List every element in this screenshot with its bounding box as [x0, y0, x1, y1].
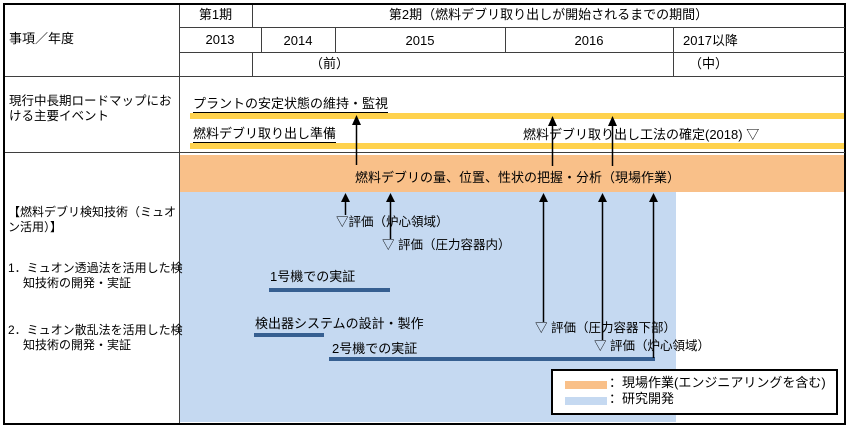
table-outer-border	[3, 3, 846, 425]
task-unit1-bar	[269, 288, 390, 292]
header-year-2013: 2013	[205, 32, 235, 47]
table-line-2016-2017	[673, 27, 674, 76]
table-line-2013-2014	[261, 27, 262, 52]
milestone-bar-plant-stability	[190, 113, 845, 119]
legend-field-work-label: ：現場作業(エンジニアリングを含む)	[609, 375, 826, 390]
table-line-phase-divider	[252, 52, 253, 76]
header-year-2015: 2015	[405, 33, 435, 48]
rnd-section-title: 【燃料デブリ検知技術（ミュオン活用）】	[8, 205, 177, 234]
table-line-2015-2016	[505, 27, 506, 52]
header-phase-early: （前）	[310, 56, 350, 71]
task-unit2-label: 2号機での実証	[332, 341, 418, 356]
legend-swatch-field-work	[565, 381, 607, 389]
legend-swatch-rnd	[565, 397, 607, 405]
event-method-decision-label: 燃料デブリ取り出し工法の確定(2018) ▽	[523, 127, 760, 142]
table-line-period-divider	[252, 5, 253, 27]
eval-core-region-2: ▽ 評価（炉心領域）	[594, 339, 710, 353]
eval-rpv-inside: ▽ 評価（圧力容器内）	[382, 238, 511, 252]
eval-core-region-1: ▽評価（炉心領域）	[336, 215, 449, 229]
roadmap-section-label: 現行中長期ロードマップにおける主要イベント	[9, 94, 172, 123]
header-phase-mid: （中）	[689, 56, 729, 71]
table-line-left-column	[179, 5, 180, 423]
header-period2: 第2期（燃料デブリ取り出しが開始されるまでの期間）	[388, 7, 709, 22]
rnd-item-scattering: 2．ミュオン散乱法を活用した検知技術の開発・実証	[8, 323, 183, 352]
table-line-h1	[179, 27, 845, 28]
header-year-2016: 2016	[574, 33, 604, 48]
header-year-2017: 2017以降	[683, 33, 738, 48]
task-unit1-label: 1号機での実証	[270, 269, 356, 284]
milestone-bar-debris-prep	[190, 143, 845, 149]
event-debris-prep-label: 燃料デブリ取り出し準備	[193, 126, 337, 144]
legend-box	[551, 369, 838, 415]
event-plant-stability-label: プラントの安定状態の維持・監視	[193, 96, 389, 114]
table-line-h4	[5, 152, 845, 153]
field-work-label: 燃料デブリの量、位置、性状の把握・分析（現場作業）	[355, 170, 681, 185]
task-detector-label: 検出器システムの設計・製作	[255, 316, 424, 331]
rnd-item-transmission: 1．ミュオン透過法を活用した検知技術の開発・実証	[8, 261, 183, 290]
task-unit2-bar	[329, 357, 655, 361]
table-line-2014-2015	[335, 27, 336, 52]
field-work-region	[180, 155, 845, 192]
header-period1: 第1期	[198, 7, 233, 22]
eval-rpv-bottom: ▽ 評価（圧力容器下部）	[535, 321, 676, 335]
table-line-h2	[179, 52, 845, 53]
header-year-2014: 2014	[283, 33, 313, 48]
table-line-h3	[5, 76, 845, 77]
legend-rnd-label: ：研究開発	[609, 391, 675, 406]
task-detector-bar	[254, 333, 324, 337]
header-row-label: 事項／年度	[9, 31, 75, 46]
